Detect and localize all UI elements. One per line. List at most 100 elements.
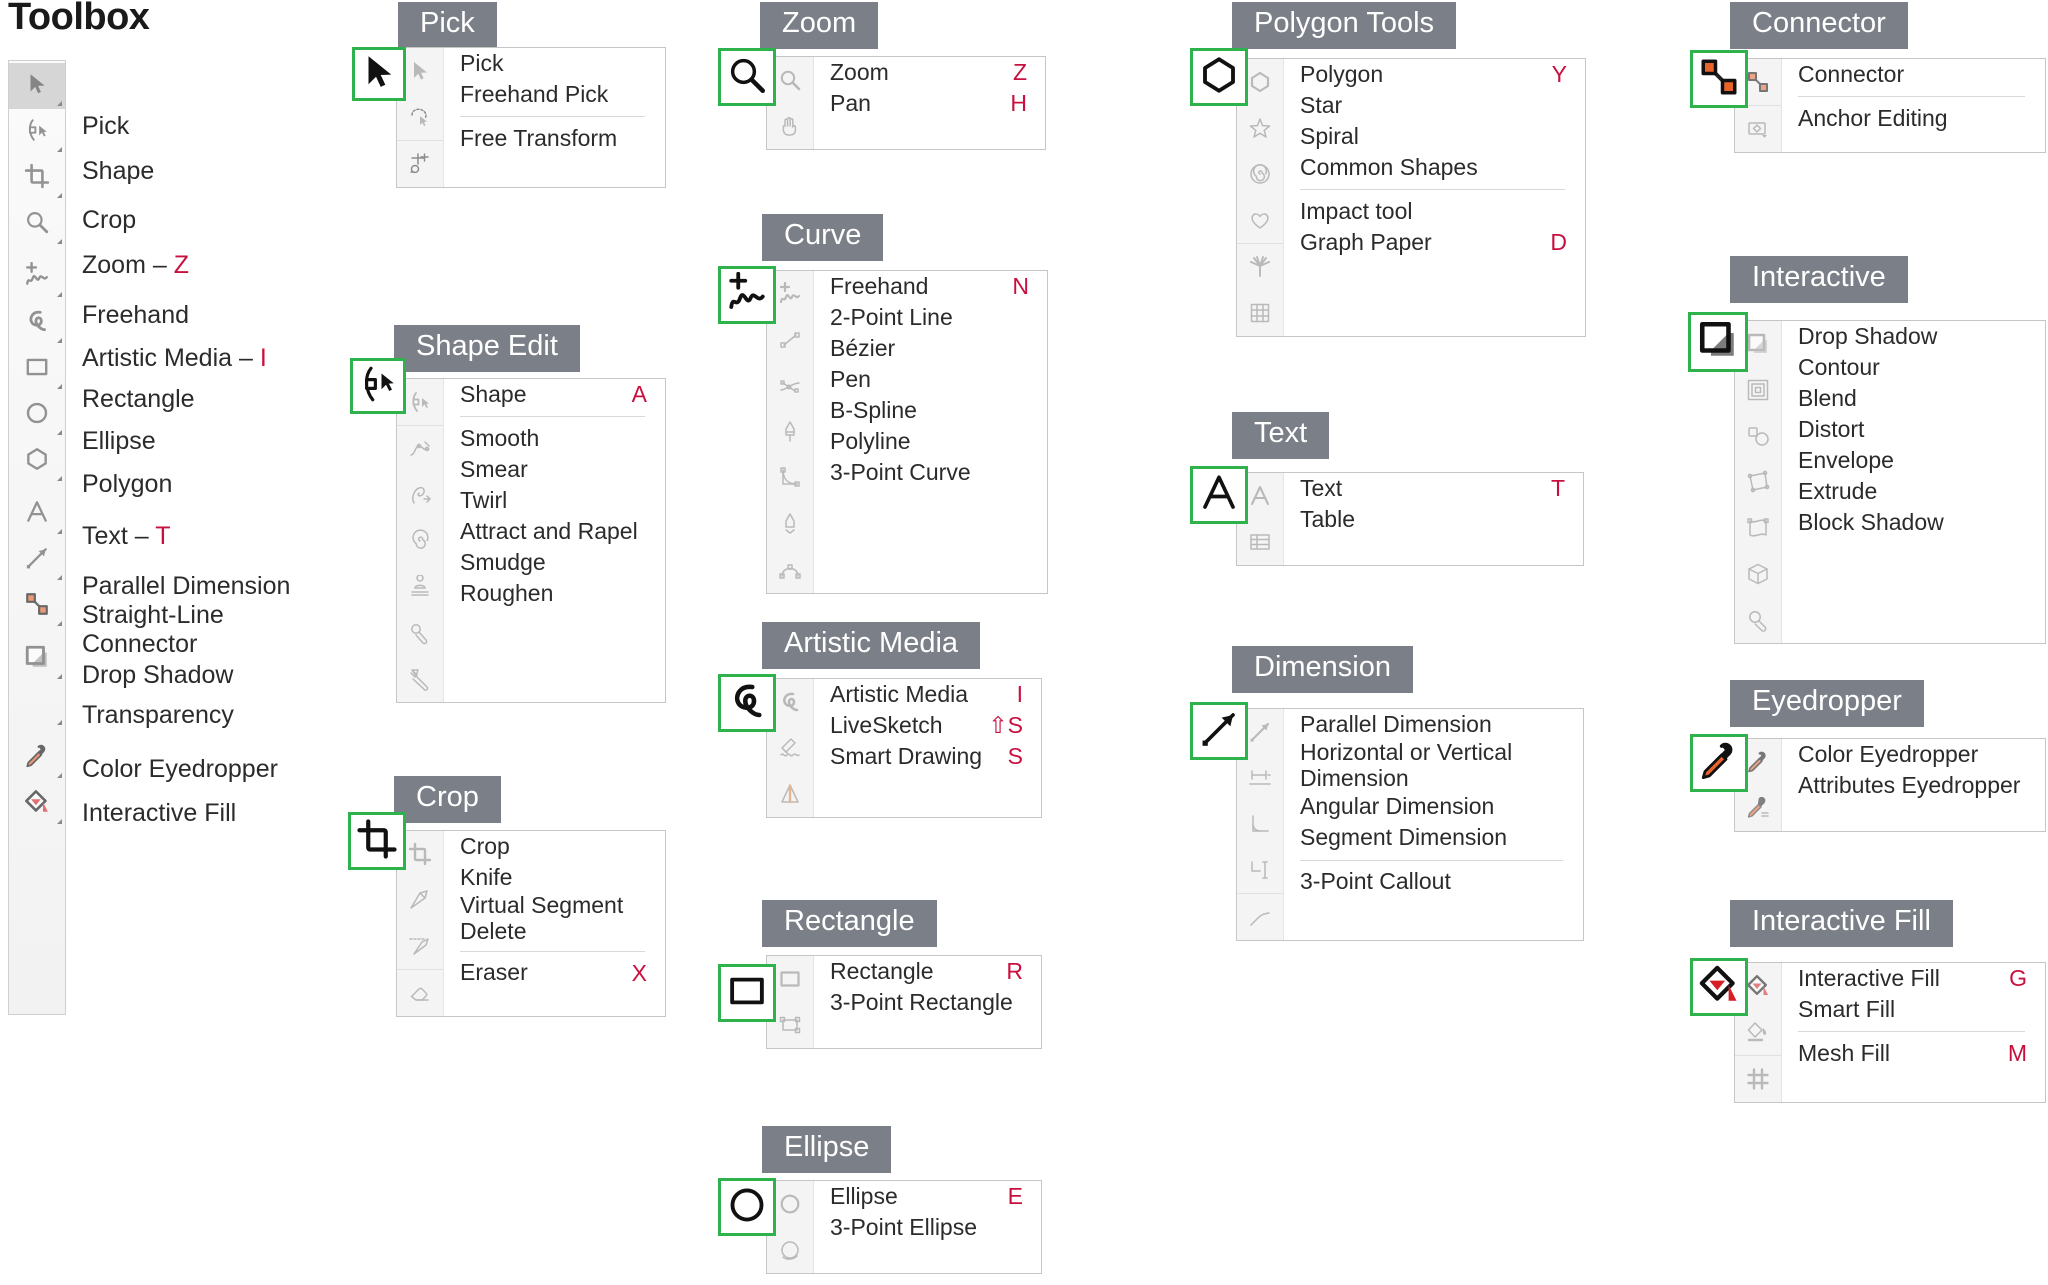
flyout-item-roughen[interactable]: Roughen — [444, 578, 665, 609]
flyout-item-anchor-editing[interactable]: Anchor Editing — [1782, 103, 2045, 134]
flyout-item-contour[interactable]: Contour — [1782, 352, 2045, 383]
flyout-item-3-point-ellipse[interactable]: 3-Point Ellipse — [814, 1212, 1041, 1243]
flyout-item-block-shadow[interactable]: Block Shadow — [1782, 507, 2045, 538]
toolbox-strip[interactable] — [8, 60, 66, 1015]
active-tool-highlight-polygon-tools[interactable] — [1190, 48, 1248, 106]
flyout-item-extrude[interactable]: Extrude — [1782, 476, 2045, 507]
flyout-item-livesketch[interactable]: LiveSketch⇧S — [814, 710, 1041, 741]
active-tool-highlight-crop[interactable] — [348, 812, 406, 870]
flyout-item-3-point-rectangle[interactable]: 3-Point Rectangle — [814, 987, 1041, 1018]
flyout-item-attract-and-rapel[interactable]: Attract and Rapel — [444, 516, 665, 547]
flyout-item-blend[interactable]: Blend — [1782, 383, 2045, 414]
toolbox-button-freehand[interactable] — [9, 254, 65, 300]
flyout-item-table[interactable]: Table — [1284, 504, 1583, 535]
active-tool-highlight-text[interactable] — [1190, 466, 1248, 524]
toolbox-button-artistic-media[interactable] — [9, 300, 65, 346]
flyout-item-b-zier[interactable]: Bézier — [814, 333, 1047, 364]
toolbox-button-shape[interactable] — [9, 109, 65, 155]
flyout-item-distort[interactable]: Distort — [1782, 414, 2045, 445]
toolbox-button-interactive-fill[interactable] — [9, 781, 65, 827]
toolbox-button-drop-shadow[interactable] — [9, 636, 65, 682]
flyout-item-drop-shadow[interactable]: Drop Shadow — [1782, 321, 2045, 352]
active-tool-highlight-ellipse[interactable] — [718, 1178, 776, 1236]
toolbox-button-transparency[interactable] — [9, 682, 65, 728]
active-tool-highlight-curve[interactable] — [718, 266, 776, 324]
toolbox-button-color-eyedropper[interactable] — [9, 735, 65, 781]
flyout-item-b-spline[interactable]: B-Spline — [814, 395, 1047, 426]
flyout-item-smooth[interactable]: Smooth — [444, 423, 665, 454]
flyout-item-star[interactable]: Star — [1284, 90, 1585, 121]
flyout-item-spiral[interactable]: Spiral — [1284, 121, 1585, 152]
flyout-item-twirl[interactable]: Twirl — [444, 485, 665, 516]
toolbox-button-rectangle[interactable] — [9, 346, 65, 392]
flyout-item-color-eyedropper[interactable]: Color Eyedropper — [1782, 739, 2045, 770]
flyout-item-crop[interactable]: Crop — [444, 831, 665, 862]
active-tool-highlight-zoom[interactable] — [718, 48, 776, 106]
toolbox-button-polygon[interactable] — [9, 438, 65, 484]
active-tool-highlight-shape-edit[interactable] — [350, 358, 406, 414]
active-tool-highlight-dimension[interactable] — [1190, 702, 1248, 760]
flyout-item-smear[interactable]: Smear — [444, 454, 665, 485]
active-tool-highlight-artistic-media[interactable] — [718, 674, 776, 732]
toolbox-button-straight-line-connector[interactable] — [9, 583, 65, 629]
flyout-item-2-point-line[interactable]: 2-Point Line — [814, 302, 1047, 333]
flyout-item-common-shapes[interactable]: Common Shapes — [1284, 152, 1585, 183]
flyout-item-parallel-dimension[interactable]: Parallel Dimension — [1284, 709, 1583, 740]
flyout-item-polyline[interactable]: Polyline — [814, 426, 1047, 457]
flyout-item-segment-dimension[interactable]: Segment Dimension — [1284, 823, 1583, 854]
flyout-item-impact-tool[interactable]: Impact tool — [1284, 196, 1585, 227]
active-tool-highlight-interactive-fill[interactable] — [1690, 958, 1748, 1016]
active-tool-highlight-interactive[interactable] — [1688, 312, 1748, 372]
flyout-item-3-point-callout[interactable]: 3-Point Callout — [1284, 867, 1583, 898]
flyout-item-angular-dimension[interactable]: Angular Dimension — [1284, 792, 1583, 823]
toolbox-button-parallel-dimension[interactable] — [9, 537, 65, 583]
active-tool-highlight-rectangle[interactable] — [718, 964, 776, 1022]
active-tool-highlight-eyedropper[interactable] — [1690, 734, 1748, 792]
flyout-item-freehand-pick[interactable]: Freehand Pick — [444, 79, 665, 110]
flyout-item-free-transform[interactable]: Free Transform — [444, 123, 665, 154]
flyout-item-envelope[interactable]: Envelope — [1782, 445, 2045, 476]
flyout-item-pick[interactable]: Pick — [444, 48, 665, 79]
flyout-item-3-point-curve[interactable]: 3-Point Curve — [814, 457, 1047, 488]
flyout-item-smudge[interactable]: Smudge — [444, 547, 665, 578]
flyout-item-connector[interactable]: Connector — [1782, 59, 2045, 90]
toolbox-button-pick[interactable] — [9, 63, 65, 109]
active-tool-highlight-pick[interactable] — [352, 47, 406, 101]
flyout-item-attributes-eyedropper[interactable]: Attributes Eyedropper — [1782, 770, 2045, 801]
active-tool-highlight-connector[interactable] — [1690, 50, 1748, 108]
toolbox-button-ellipse[interactable] — [9, 392, 65, 438]
toolbox-button-crop[interactable] — [9, 155, 65, 201]
toolbox-button-text[interactable] — [9, 491, 65, 537]
flyout-item-knife[interactable]: Knife — [444, 862, 665, 893]
